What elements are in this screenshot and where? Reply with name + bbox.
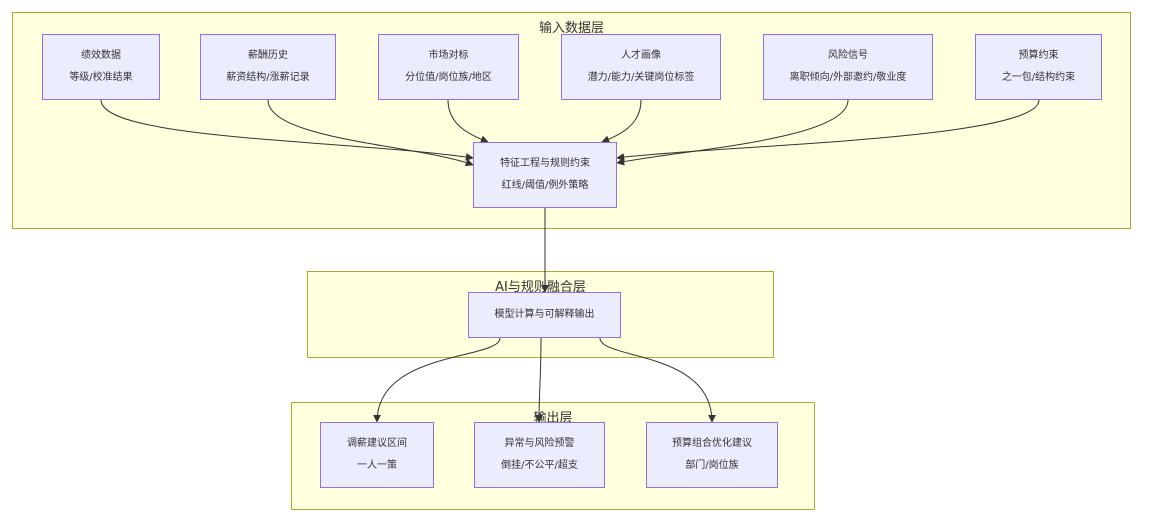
node-portfolio-title: 预算组合优化建议	[672, 438, 752, 449]
node-performance-title: 绩效数据	[81, 50, 121, 61]
fusion-layer-title: AI与规则融合层	[495, 280, 586, 295]
node-risk-detail: 离职倾向/外部邀约/敬业度	[789, 72, 907, 83]
node-budget-constraint: 预算约束 之一包/结构约束	[975, 34, 1102, 100]
input-layer-title: 输入数据层	[538, 21, 604, 36]
node-anomaly-detail: 倒挂/不公平/超支	[501, 460, 578, 471]
node-salary-history-detail: 薪资结构/涨薪记录	[226, 72, 310, 83]
node-talent-profile: 人才画像 潜力/能力/关键岗位标签	[561, 34, 721, 100]
node-model-compute: 模型计算与可解释输出	[468, 292, 621, 338]
node-risk-title: 风险信号	[828, 50, 868, 61]
node-talent-title: 人才画像	[621, 50, 661, 61]
node-risk-signal: 风险信号 离职倾向/外部邀约/敬业度	[763, 34, 933, 100]
node-market-detail: 分位值/岗位族/地区	[405, 72, 492, 83]
node-budget-portfolio: 预算组合优化建议 部门/岗位族	[646, 422, 778, 488]
node-market-benchmark: 市场对标 分位值/岗位族/地区	[378, 34, 519, 100]
node-anomaly-warning: 异常与风险预警 倒挂/不公平/超支	[474, 422, 605, 488]
node-performance-data: 绩效数据 等级/校准结果	[42, 34, 160, 100]
node-anomaly-title: 异常与风险预警	[504, 438, 575, 449]
node-feature-title: 特征工程与规则约束	[500, 158, 590, 169]
node-feature-engineering: 特征工程与规则约束 红线/阈值/例外策略	[473, 142, 617, 208]
node-budget-detail: 之一包/结构约束	[1001, 72, 1076, 83]
node-feature-detail: 红线/阈值/例外策略	[501, 180, 589, 191]
node-salary-adjust-range: 调薪建议区间 一人一策	[320, 422, 434, 488]
node-model-title: 模型计算与可解释输出	[494, 309, 595, 320]
node-performance-detail: 等级/校准结果	[69, 72, 133, 83]
node-salary-history-title: 薪酬历史	[248, 50, 288, 61]
node-budget-title: 预算约束	[1018, 50, 1059, 61]
node-talent-detail: 潜力/能力/关键岗位标签	[587, 72, 695, 83]
node-adjust-detail: 一人一策	[357, 460, 397, 471]
node-portfolio-detail: 部门/岗位族	[685, 460, 739, 471]
node-salary-history: 薪酬历史 薪资结构/涨薪记录	[200, 34, 336, 100]
node-market-title: 市场对标	[428, 50, 469, 61]
node-adjust-title: 调薪建议区间	[347, 438, 407, 449]
